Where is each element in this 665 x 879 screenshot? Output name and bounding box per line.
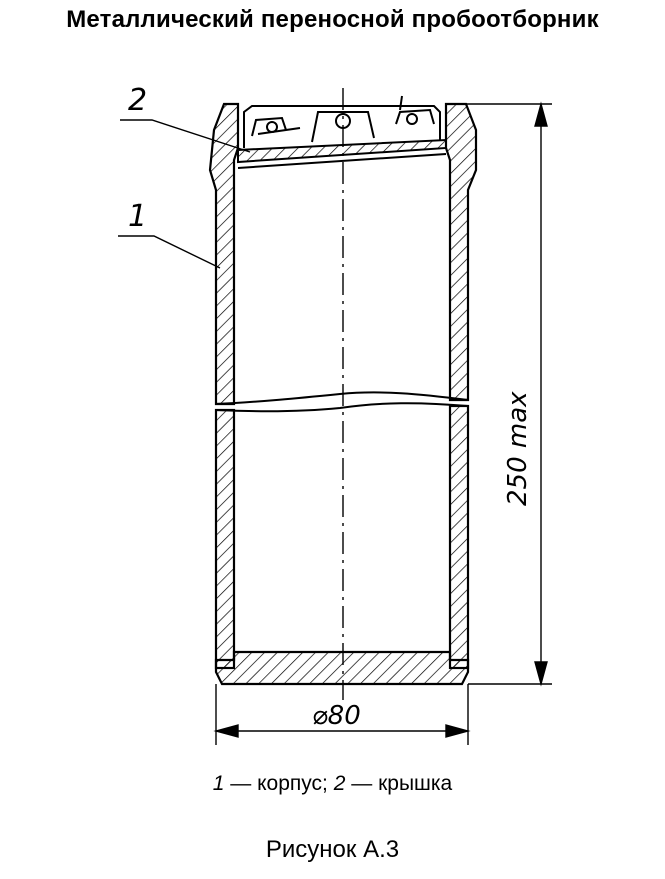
- body-left-wall-upper: [208, 102, 240, 406]
- body-bottom: [214, 650, 470, 686]
- body-right-wall-upper: [444, 102, 478, 402]
- legend-item2-number: 2: [333, 772, 346, 795]
- diameter-dimension-label: ⌀80: [312, 701, 361, 731]
- callout-leader-2: [120, 119, 251, 153]
- height-dimension: [452, 101, 552, 687]
- body-left-wall-lower: [214, 408, 236, 670]
- page-title: Металлический переносной пробоотборник: [66, 6, 599, 33]
- callout-label-body: 1: [128, 199, 147, 234]
- break-line-upper: [215, 391, 469, 405]
- figure-caption: Рисунок А.3: [265, 836, 400, 863]
- break-line-lower: [215, 402, 469, 413]
- callout-leader-1: [118, 235, 221, 269]
- height-dimension-label: 250 max: [503, 391, 533, 506]
- diameter-dimension: [213, 684, 471, 745]
- legend-item1-text: — корпус;: [224, 772, 334, 795]
- legend: 1 — корпус; 2 — крышка: [0, 772, 665, 796]
- legend-item2-text: — крышка: [345, 772, 453, 795]
- body-right-wall-lower: [448, 404, 470, 670]
- callout-label-lid: 2: [128, 83, 147, 118]
- legend-item1-number: 1: [212, 772, 225, 795]
- lid: [237, 95, 447, 169]
